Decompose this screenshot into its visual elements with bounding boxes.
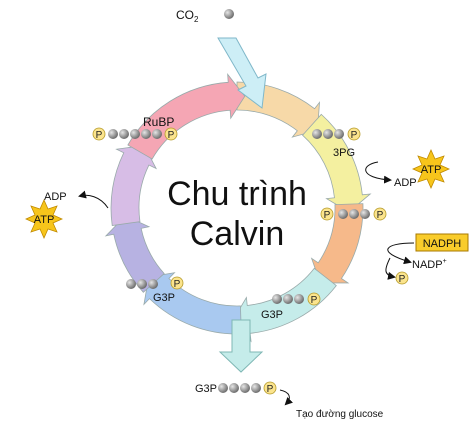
carbon-ball (312, 129, 322, 139)
cycle-ring (104, 73, 372, 343)
13bpg-molecule: P P (320, 207, 387, 221)
phosphate-label: P (324, 210, 331, 221)
atp-to-adp-arrow-right (365, 161, 392, 184)
carbon-ball (130, 129, 140, 139)
phosphate-label: P (267, 384, 274, 395)
phosphate-circle (395, 271, 409, 285)
carbon-ball (152, 129, 162, 139)
carbon-ball (272, 294, 282, 304)
atp-label-right: ATP (421, 164, 442, 176)
carbon-ball (294, 294, 304, 304)
nadph-box (415, 233, 469, 252)
atp-star-left (25, 199, 63, 239)
carbon-ball (334, 129, 344, 139)
co2-carbon-ball (224, 9, 234, 19)
carbon-ball (126, 279, 136, 289)
carbon-ball (251, 383, 261, 393)
glucose-label: Tạo đường glucose (296, 409, 384, 420)
nadp-label: NADP+ (412, 258, 447, 271)
phosphate-label: P (399, 274, 406, 285)
phosphate-label: P (351, 130, 358, 141)
carbon-ball (349, 209, 359, 219)
phosphate-circle (320, 207, 334, 221)
carbon-ball (338, 209, 348, 219)
title-line-1: Chu trình (167, 175, 307, 213)
g3p-mid-molecule: P (272, 292, 321, 306)
phosphate-circle (92, 127, 106, 141)
co2-input-arrow (217, 37, 267, 109)
phosphate-label: P (311, 295, 318, 306)
carbon-ball (108, 129, 118, 139)
phosphate-circle (164, 127, 178, 141)
rubp-molecule: P P (92, 127, 178, 141)
carbon-ball (229, 383, 239, 393)
phosphate-label: P (96, 130, 103, 141)
phosphate-label: P (174, 279, 181, 290)
g3p-mid-label: G3P (261, 309, 283, 321)
carbon-ball (240, 383, 250, 393)
glucose-arrow (279, 389, 294, 406)
carbon-ball (323, 129, 333, 139)
adp-label-left: ADP (44, 191, 67, 203)
nadph-label: NADPH (423, 238, 462, 250)
g3p-bottom-molecule: P (218, 381, 277, 395)
co2-label: CO2 (176, 8, 199, 24)
phosphate-circle (170, 276, 184, 290)
carbon-ball (119, 129, 129, 139)
rubp-label: RuBP (143, 115, 174, 129)
carbon-ball (283, 294, 293, 304)
carbon-ball (148, 279, 158, 289)
carbon-ball (218, 383, 228, 393)
3pg-label: 3PG (333, 147, 355, 159)
atp-label-left: ATP (34, 214, 55, 226)
phosphate-circle (307, 292, 321, 306)
carbon-ball (141, 129, 151, 139)
phosphate-circle (347, 127, 361, 141)
carbon-ball (137, 279, 147, 289)
phosphate-label: P (168, 130, 175, 141)
g3p-bottom-label: G3P (195, 383, 217, 395)
g3p-left-molecule: P (126, 276, 184, 290)
phosphate-release-arrow (385, 257, 396, 280)
phosphate-label: P (377, 210, 384, 221)
adp-label-right: ADP (394, 177, 417, 189)
atp-star-right (412, 149, 450, 189)
phosphate-circle (373, 207, 387, 221)
carbon-ball (360, 209, 370, 219)
title-line-2: Calvin (190, 215, 284, 253)
atp-to-adp-arrow-left (78, 190, 109, 209)
phosphate-circle (263, 381, 277, 395)
cycle-segment-right-top (302, 113, 372, 213)
g3p-output-arrow (218, 319, 264, 373)
3pg-molecule: P (312, 127, 361, 141)
nadph-to-nadp-arrow (387, 242, 415, 265)
g3p-left-label: G3P (153, 292, 175, 304)
